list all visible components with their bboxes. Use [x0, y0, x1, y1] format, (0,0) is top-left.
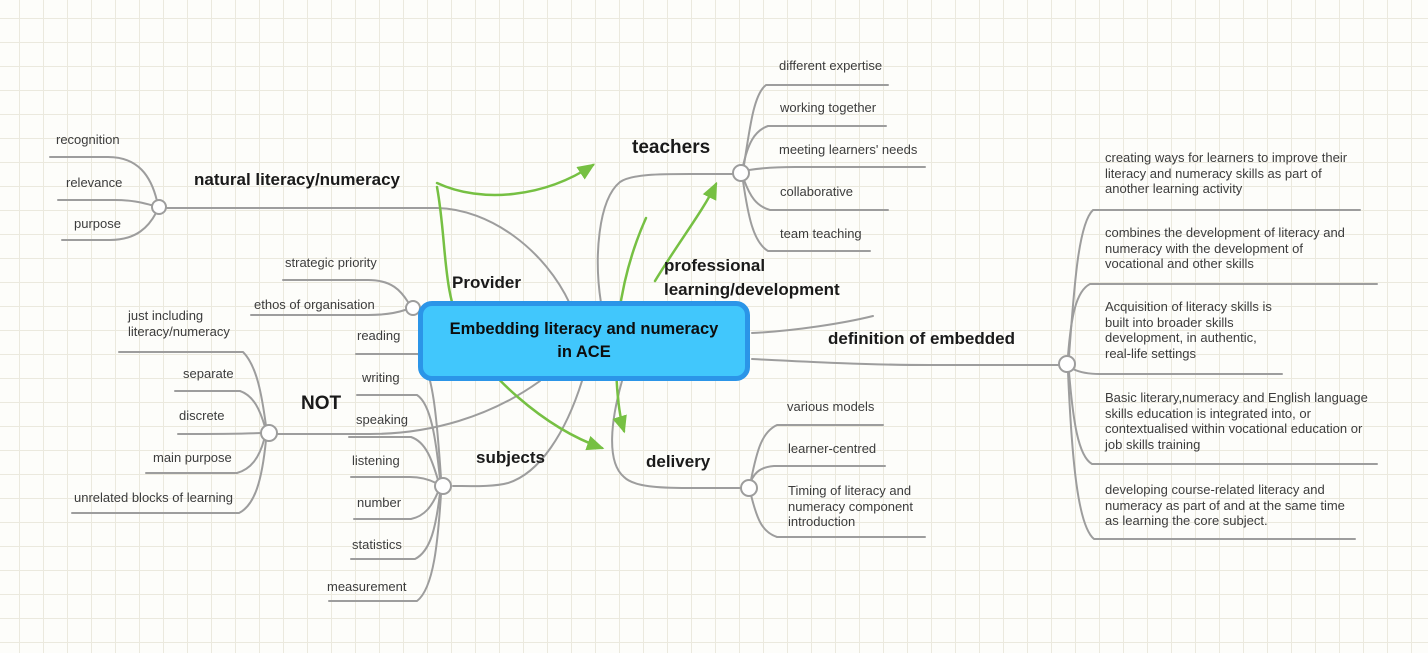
cross-link-professional-to-teachers: [653, 181, 718, 283]
leaf-line-statistics: [350, 492, 441, 560]
leaf-line-learner-centred: [750, 465, 886, 482]
branch-label-natural[interactable]: natural literacy/numeracy: [194, 170, 400, 189]
leaf-collaborative[interactable]: collaborative: [780, 184, 853, 199]
leaf-definition-4[interactable]: Basic literary,numeracy and English lang…: [1105, 390, 1368, 452]
node-connector-natural[interactable]: [151, 199, 167, 215]
node-connector-teachers[interactable]: [732, 164, 750, 182]
leaf-different-expertise[interactable]: different expertise: [779, 58, 883, 73]
leaf-working-together[interactable]: working together: [780, 100, 877, 115]
leaf-reading[interactable]: reading: [357, 328, 401, 343]
leaf-statistics[interactable]: statistics: [352, 537, 402, 552]
leaf-line-def-5: [1067, 371, 1356, 540]
branch-line-not: [276, 380, 541, 435]
leaf-line-ethos: [250, 309, 406, 316]
leaf-line-def-4: [1068, 371, 1378, 465]
leaf-ethos-of-organisation[interactable]: ethos of organisation: [254, 297, 375, 312]
branch-line-definition: [751, 358, 1060, 366]
leaf-line-measurement: [328, 493, 442, 602]
branch-label-delivery[interactable]: delivery: [646, 452, 711, 471]
node-connector-delivery[interactable]: [740, 479, 758, 497]
node-connector-subjects[interactable]: [434, 477, 452, 495]
branch-line-teachers: [596, 173, 734, 304]
leaf-line-def-2: [1067, 283, 1378, 357]
leaf-purpose[interactable]: purpose: [74, 216, 121, 231]
branch-label-teachers[interactable]: teachers: [632, 137, 711, 158]
leaf-line-number: [353, 491, 439, 520]
cross-link-natural-to-teachers: [435, 163, 596, 197]
branch-label-not[interactable]: NOT: [301, 393, 342, 414]
leaf-timing[interactable]: Timing of literacy and numeracy componen…: [788, 483, 914, 529]
branch-line-subjects: [452, 380, 583, 488]
leaf-main-purpose[interactable]: main purpose: [153, 450, 232, 465]
branch-label-definition[interactable]: definition of embedded: [828, 329, 1015, 348]
leaf-line-speaking: [348, 436, 439, 481]
leaf-strategic-priority[interactable]: strategic priority: [285, 255, 377, 270]
leaf-definition-3[interactable]: Acquisition of literacy skills is built …: [1105, 299, 1272, 361]
leaf-line-separate: [174, 390, 266, 428]
node-connector-definition[interactable]: [1058, 355, 1076, 373]
branch-line-natural: [166, 207, 571, 305]
leaf-number[interactable]: number: [357, 495, 402, 510]
leaf-definition-1[interactable]: creating ways for learners to improve th…: [1105, 150, 1348, 196]
leaf-line-meeting-needs: [748, 166, 926, 171]
leaf-line-def-3: [1072, 368, 1283, 375]
leaf-line-working-together: [742, 125, 887, 167]
leaf-relevance[interactable]: relevance: [66, 175, 123, 190]
leaf-definition-5[interactable]: developing course-related literacy and n…: [1105, 482, 1345, 528]
leaf-speaking[interactable]: speaking: [356, 412, 409, 427]
leaf-various-models[interactable]: various models: [787, 399, 875, 414]
node-connector-not[interactable]: [260, 424, 278, 442]
leaf-listening[interactable]: listening: [352, 453, 400, 468]
leaf-recognition[interactable]: recognition: [56, 132, 120, 147]
leaf-discrete[interactable]: discrete: [179, 408, 225, 423]
leaf-line-recognition: [49, 156, 158, 202]
branch-label-professional[interactable]: professional learning/development: [664, 256, 840, 299]
branch-label-provider[interactable]: Provider: [452, 273, 521, 292]
leaf-measurement[interactable]: measurement: [327, 579, 407, 594]
leaf-line-timing: [750, 494, 926, 538]
leaf-line-listening: [350, 476, 437, 484]
leaf-line-strategic-priority: [282, 279, 409, 303]
leaf-line-writing: [356, 394, 441, 480]
leaf-line-team-teaching: [742, 180, 871, 252]
leaf-line-unrelated-blocks: [71, 439, 267, 514]
leaf-line-just-including: [118, 351, 267, 427]
leaf-writing[interactable]: writing: [362, 370, 400, 385]
leaf-line-relevance: [57, 199, 152, 206]
leaf-definition-2[interactable]: combines the development of literacy and…: [1105, 225, 1345, 271]
leaf-line-purpose: [61, 212, 157, 241]
branch-line-professional: [751, 315, 874, 334]
leaf-learner-centred[interactable]: learner-centred: [788, 441, 877, 456]
leaf-line-discrete: [177, 432, 262, 435]
leaf-just-including[interactable]: just including literacy/numeracy: [128, 308, 230, 339]
root-node[interactable]: Embedding literacy and numeracy in ACE: [418, 301, 750, 381]
leaf-unrelated-blocks[interactable]: unrelated blocks of learning: [74, 490, 233, 505]
leaf-line-various-models: [750, 424, 884, 481]
leaf-team-teaching[interactable]: team teaching: [780, 226, 862, 241]
leaf-line-main-purpose: [145, 439, 265, 474]
leaf-line-collaborative: [743, 179, 889, 211]
leaf-meeting-learners-needs[interactable]: meeting learners' needs: [779, 142, 918, 157]
leaf-separate[interactable]: separate: [183, 366, 234, 381]
branch-label-subjects[interactable]: subjects: [476, 448, 545, 467]
